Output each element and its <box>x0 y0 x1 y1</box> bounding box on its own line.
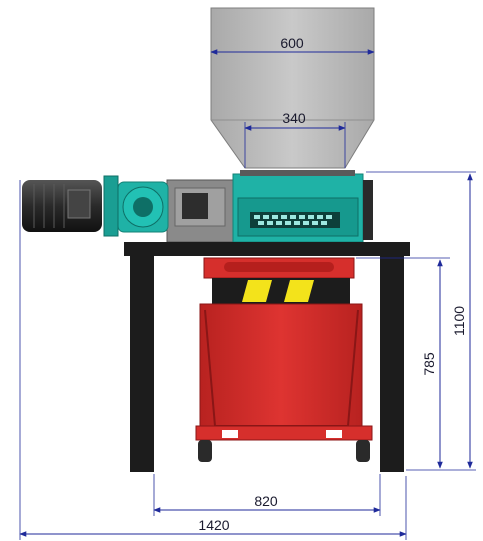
shredder-body <box>166 170 373 243</box>
frame <box>124 242 410 472</box>
dimension-785: 785 <box>356 257 450 469</box>
motor <box>22 180 102 232</box>
dimension-label-1100: 1100 <box>451 306 467 336</box>
dimension-label-1420: 1420 <box>198 517 229 533</box>
collection-bin <box>195 257 373 462</box>
dimension-1420: 1420 <box>19 180 407 540</box>
dimension-label-600: 600 <box>280 35 304 51</box>
dimension-600: 600 <box>210 35 375 55</box>
gearbox <box>103 175 169 237</box>
dimension-820: 820 <box>153 474 381 516</box>
dimension-340: 340 <box>244 110 346 168</box>
hopper <box>210 7 375 169</box>
dimension-1100: 1100 <box>366 171 476 471</box>
dimension-label-820: 820 <box>254 493 278 509</box>
dimension-label-785: 785 <box>421 352 437 376</box>
dimension-label-340: 340 <box>282 110 306 126</box>
